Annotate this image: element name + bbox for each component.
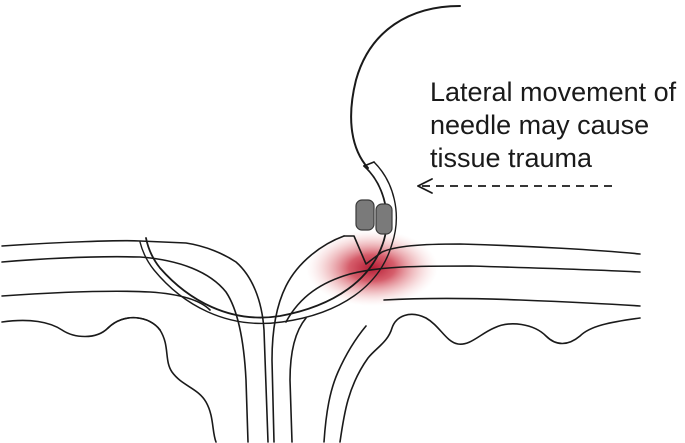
annotation-line-2: needle may cause	[430, 110, 650, 140]
suture-thread	[350, 5, 461, 169]
annotation-line-1: Lateral movement of	[430, 77, 677, 107]
tissue-trauma-highlight	[306, 230, 438, 306]
annotation-line-3: tissue trauma	[430, 143, 593, 173]
needle-holder-jaws	[355, 199, 393, 235]
needle-holder-jaw-left	[355, 199, 375, 231]
needle-holder-jaw-right	[375, 203, 393, 235]
dashed-left-arrow-icon	[417, 178, 612, 194]
right-tissue-flap	[271, 235, 641, 443]
left-tissue-flap	[1, 239, 269, 443]
annotation-text: Lateral movement of needle may cause tis…	[430, 76, 680, 175]
